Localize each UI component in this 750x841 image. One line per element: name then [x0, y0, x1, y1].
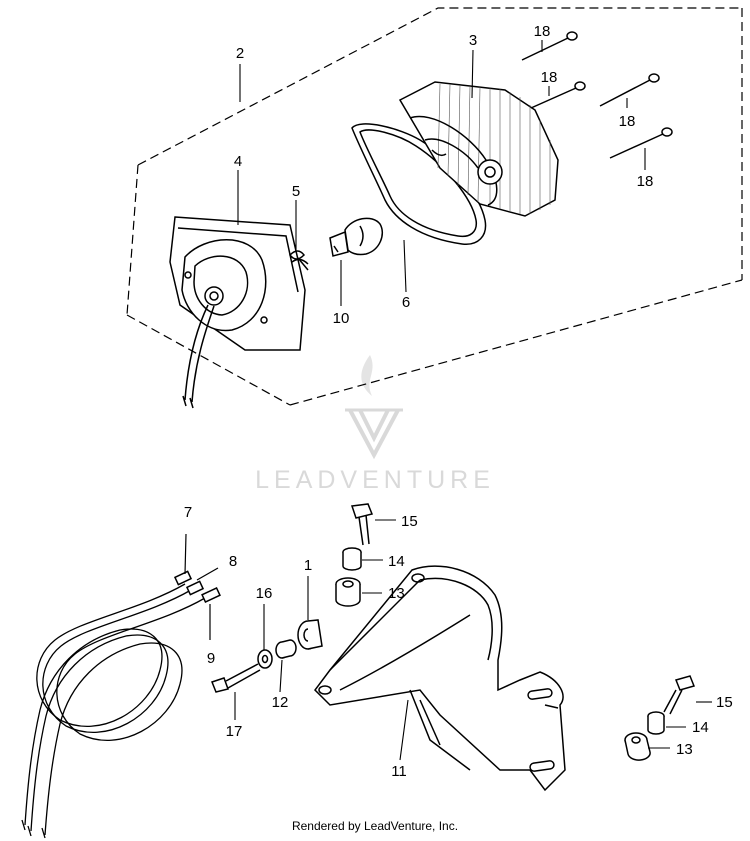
callout-6: 6 [402, 294, 410, 311]
watermark: LEADVENTURE [255, 355, 495, 494]
bulb [329, 217, 384, 257]
tail-light-lens [398, 81, 559, 217]
callout-13b: 13 [676, 741, 693, 758]
callout-15b: 15 [716, 694, 733, 711]
callouts: 1 2 3 4 5 6 7 8 9 10 11 12 13 13 14 14 1… [184, 23, 733, 780]
callout-7: 7 [184, 504, 192, 521]
callout-14a: 14 [388, 553, 405, 570]
callout-9: 9 [207, 650, 215, 667]
callout-18c: 18 [619, 113, 636, 130]
callout-14b: 14 [692, 719, 709, 736]
callout-8: 8 [229, 553, 237, 570]
collar [275, 639, 297, 659]
wire-harness [21, 583, 206, 839]
callout-18d: 18 [637, 173, 654, 190]
washer [257, 649, 273, 669]
callout-3: 3 [469, 32, 477, 49]
wire-grommet [297, 619, 323, 650]
socket-spring [289, 250, 309, 271]
leadventure-logo-icon [345, 355, 403, 460]
callout-18b: 18 [541, 69, 558, 86]
lens-screw-2 [530, 81, 586, 109]
collar-upper [342, 547, 362, 571]
lens-screw-1 [521, 31, 578, 61]
callout-5: 5 [292, 183, 300, 200]
lens-screws [521, 31, 673, 159]
callout-13a: 13 [388, 585, 405, 602]
callout-10: 10 [333, 310, 350, 327]
bracket-bolt [211, 663, 261, 693]
callout-2: 2 [236, 45, 244, 62]
light-bracket [314, 565, 566, 792]
callout-4: 4 [234, 153, 242, 170]
watermark-text: LEADVENTURE [255, 466, 495, 494]
lower-mount-hardware [624, 675, 696, 761]
upper-mount-hardware [335, 503, 374, 607]
light-base [169, 216, 306, 409]
wire-connectors [173, 533, 221, 640]
callout-11: 11 [391, 763, 407, 780]
lens-screw-4 [609, 127, 673, 159]
callout-1: 1 [304, 557, 312, 574]
grommet-lower [624, 732, 651, 761]
leader-lines [234, 40, 712, 761]
mount-bolt-upper [350, 503, 374, 546]
footer-credit: Rendered by LeadVenture, Inc. [291, 819, 459, 833]
callout-17: 17 [226, 723, 243, 740]
lens-screw-3 [599, 73, 660, 107]
grommet-upper [335, 577, 361, 607]
mount-bolt-lower [663, 675, 696, 715]
lens-gasket [351, 123, 487, 245]
collar-lower [647, 711, 665, 735]
callout-15a: 15 [401, 513, 418, 530]
callout-16: 16 [256, 585, 273, 602]
assembly-frame [126, 7, 743, 406]
callout-18a: 18 [534, 23, 551, 40]
callout-12: 12 [272, 694, 289, 711]
